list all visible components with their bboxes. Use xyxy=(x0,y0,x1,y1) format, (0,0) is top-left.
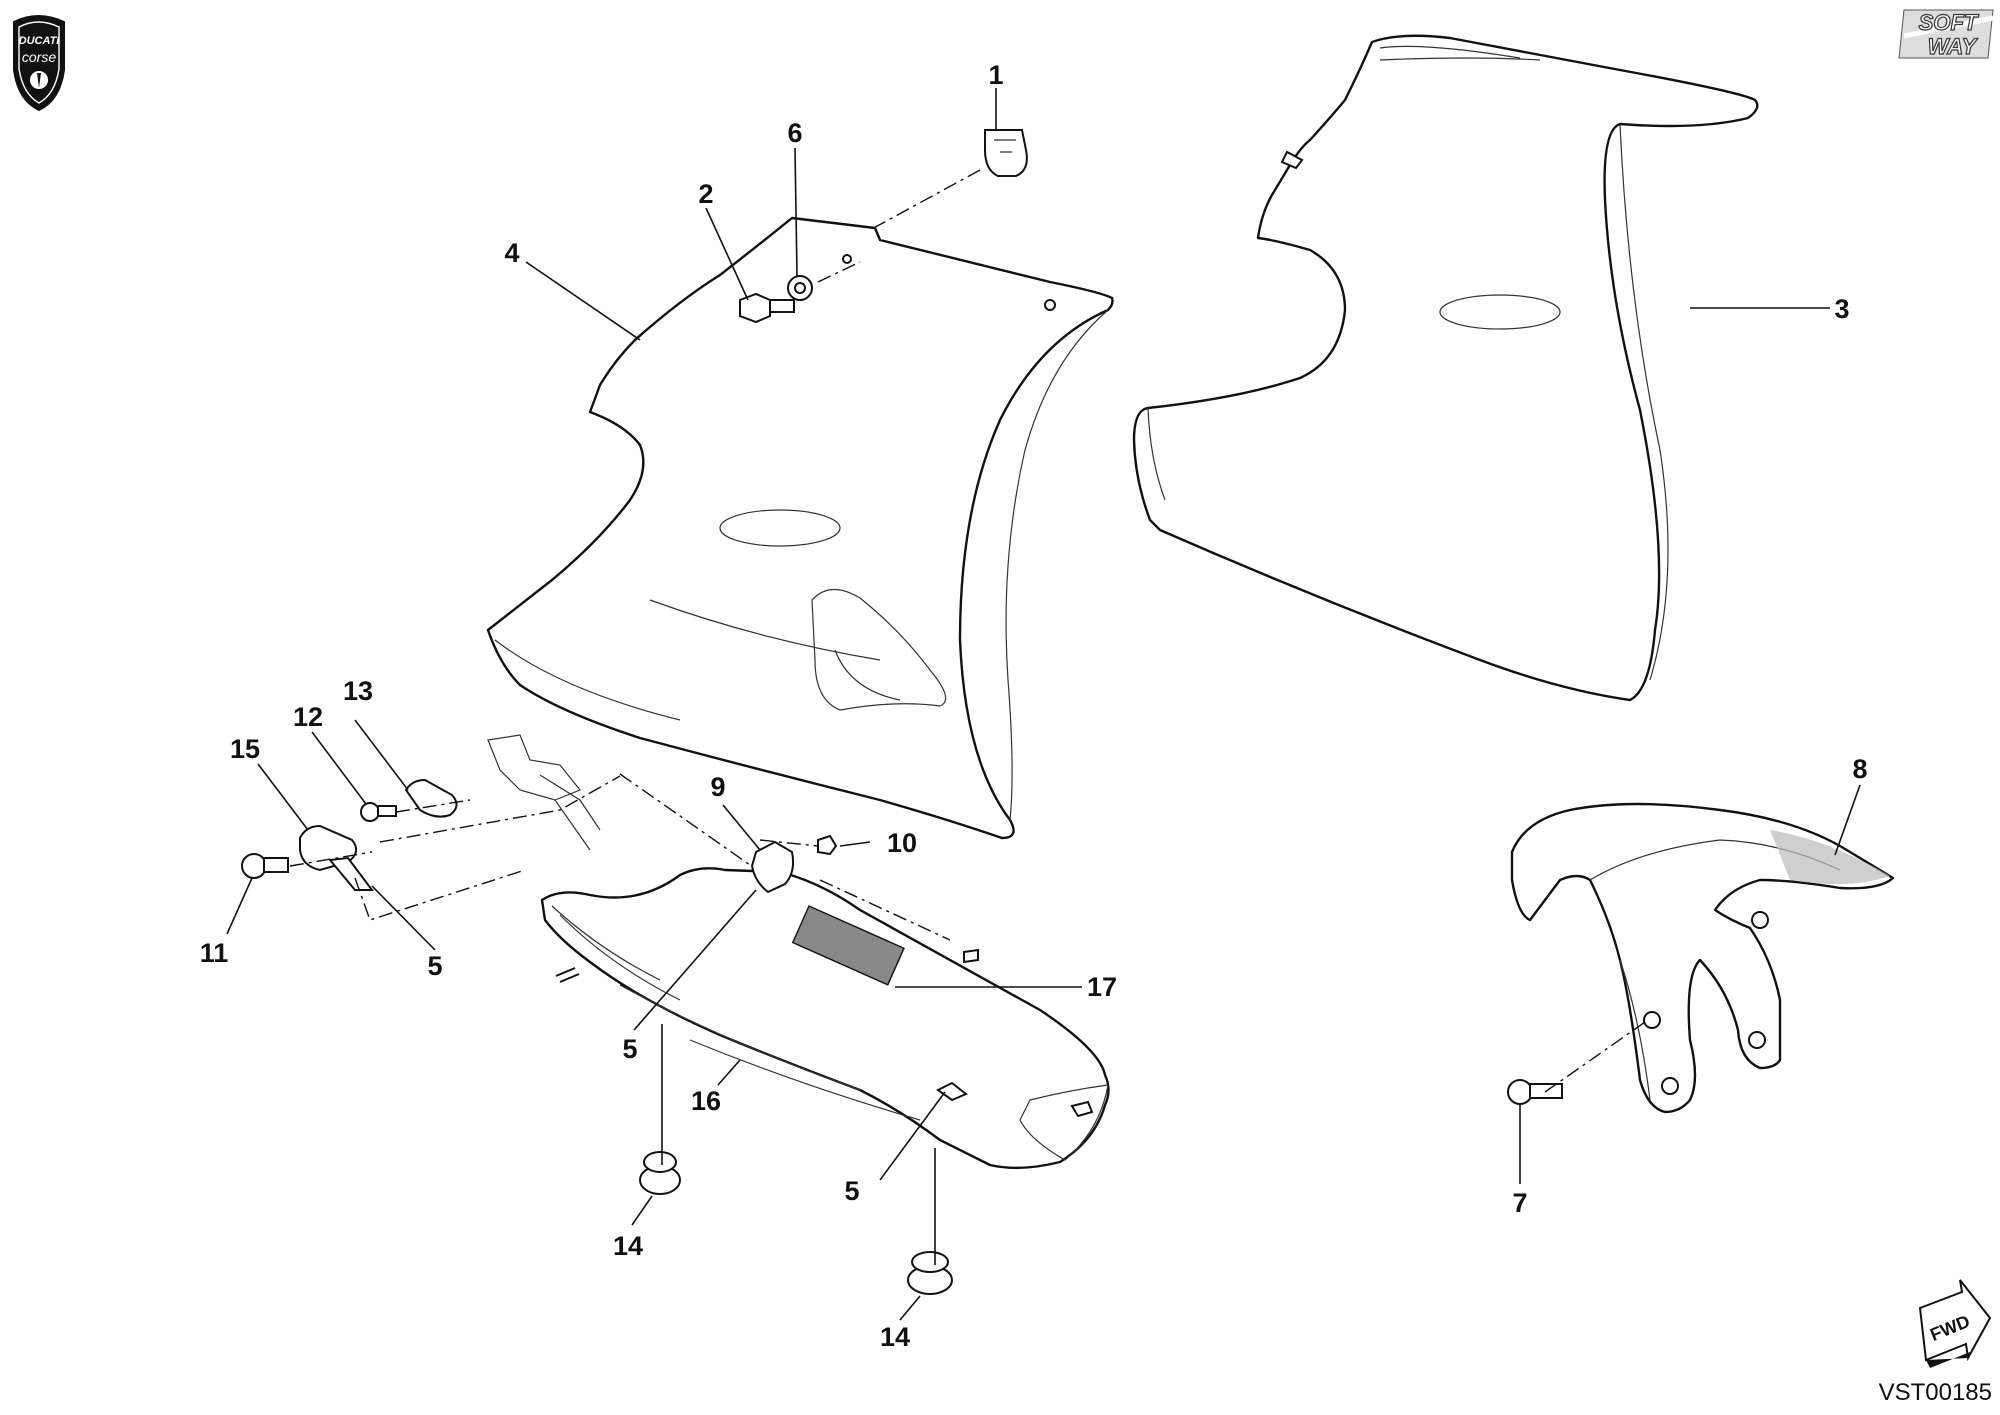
callout-5-c: 5 xyxy=(844,1176,859,1206)
fwd-arrow-icon: FWD xyxy=(1918,1279,1992,1368)
callout-numbers: 1 2 3 4 5 5 5 6 7 8 9 10 11 12 13 14 14 … xyxy=(200,60,1868,1352)
right-fairing-panel xyxy=(1132,34,1759,702)
belly-pan xyxy=(540,867,1110,1170)
ducati-logo-bottom: corse xyxy=(22,49,56,65)
callout-17: 17 xyxy=(1087,972,1117,1002)
callout-14-b: 14 xyxy=(880,1322,910,1352)
callout-6: 6 xyxy=(787,118,802,148)
ducati-corse-logo: DUCATI corse xyxy=(13,15,65,112)
drawing-reference: VST00185 xyxy=(1879,1379,1992,1406)
callout-2: 2 xyxy=(698,179,713,209)
bolt-part-7 xyxy=(1507,1079,1533,1105)
callout-15: 15 xyxy=(230,734,260,764)
softway-logo: SOFT WAY xyxy=(1898,9,1994,60)
assembly-lines xyxy=(289,169,1649,1093)
callout-14-a: 14 xyxy=(613,1231,643,1261)
clip-nut-part-1 xyxy=(984,129,1028,177)
callout-5-b: 5 xyxy=(622,1034,637,1064)
callout-4: 4 xyxy=(504,238,519,268)
ducati-logo-top: DUCATI xyxy=(19,35,61,47)
bolt-part-12 xyxy=(360,802,380,822)
clip-part-9 xyxy=(750,840,795,894)
softway-logo-bottom: WAY xyxy=(1928,34,1979,59)
screw-part-10 xyxy=(817,834,838,856)
callout-8: 8 xyxy=(1852,754,1867,784)
left-fairing-panel xyxy=(486,216,1114,840)
callout-12: 12 xyxy=(293,702,323,732)
screw-part-2 xyxy=(739,292,771,324)
softway-logo-top: SOFT xyxy=(1919,10,1979,35)
leader-lines xyxy=(226,88,1861,1321)
callout-5-a: 5 xyxy=(427,951,442,981)
callout-16: 16 xyxy=(691,1086,721,1116)
callout-13: 13 xyxy=(343,676,373,706)
callout-3: 3 xyxy=(1834,294,1849,324)
bolt-part-11 xyxy=(241,853,267,879)
callout-10: 10 xyxy=(887,828,917,858)
callout-11: 11 xyxy=(200,938,229,968)
bracket-part-13 xyxy=(404,778,458,818)
hardware xyxy=(241,129,1563,1295)
callout-9: 9 xyxy=(710,772,725,802)
mudguard-cover xyxy=(1510,802,1895,1114)
callout-1: 1 xyxy=(988,60,1003,90)
callout-7: 7 xyxy=(1512,1188,1527,1218)
